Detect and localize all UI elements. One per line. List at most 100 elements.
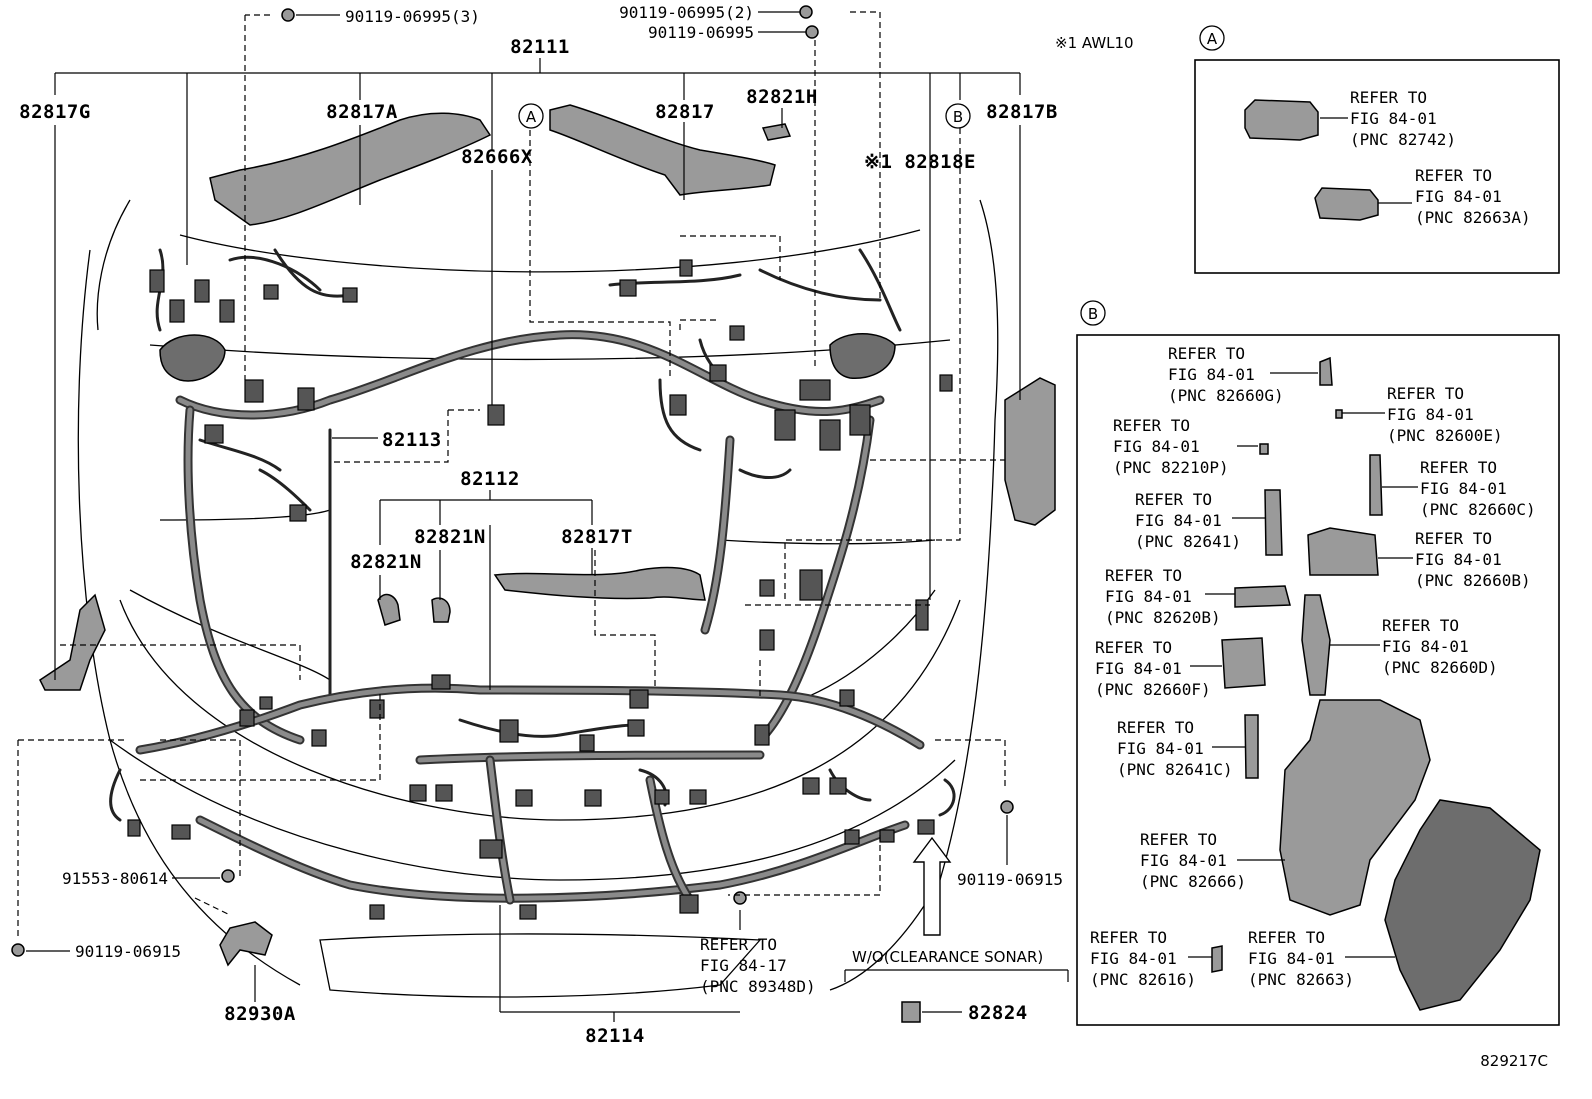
callout-a-marker: A	[526, 108, 537, 126]
inset-a-part-82742	[1244, 99, 1319, 141]
inset-b-ref-82641C-l2: FIG 84-01	[1117, 739, 1204, 758]
clip-82821N-1	[377, 593, 401, 626]
label-bolt-90119-06995: 90119-06995	[648, 23, 754, 42]
inset-b-ref-82210P-l2: FIG 84-01	[1113, 437, 1200, 456]
bolt-icon-6	[1000, 800, 1014, 814]
refer-89348D-line1: REFER TO	[700, 935, 777, 954]
inset-b-part-82663	[1384, 799, 1541, 1011]
inset-b-ref-82666-l2: FIG 84-01	[1140, 851, 1227, 870]
label-82817G: 82817G	[19, 101, 91, 123]
inset-b-ref-82660B-l2: FIG 84-01	[1415, 550, 1502, 569]
inset-b-ref-82660F-l3: (PNC 82660F)	[1095, 680, 1211, 699]
label-82113: 82113	[382, 429, 442, 451]
label-82821N-upper: 82821N	[414, 526, 486, 548]
inset-b-ref-82660G-l2: FIG 84-01	[1168, 365, 1255, 384]
inset-b-part-82660F	[1221, 637, 1266, 689]
lower-harness	[109, 683, 956, 905]
label-82821N-lower: 82821N	[350, 551, 422, 573]
inset-b-ref-82620B-l2: FIG 84-01	[1105, 587, 1192, 606]
part-labels: 82111 82817G 82817A 82666X 82817 82821H …	[19, 3, 1548, 1070]
inset-b-ref-82620B-l1: REFER TO	[1105, 566, 1182, 585]
inset-b-title: B	[1088, 305, 1098, 323]
inset-b-ref-82616-l3: (PNC 82616)	[1090, 970, 1196, 989]
dashed-leader-lines	[17, 11, 1006, 940]
inset-b-part-82660G	[1319, 356, 1333, 386]
label-82817A: 82817A	[326, 101, 398, 123]
inset-a-ref2-l3: (PNC 82663A)	[1415, 208, 1531, 227]
inset-b-ref-82660C-l1: REFER TO	[1420, 458, 1497, 477]
bolt-icon-5	[11, 943, 25, 957]
arrow-up-icon	[912, 836, 952, 936]
inset-b-ref-82660D-l3: (PNC 82660D)	[1382, 658, 1498, 677]
clip-82821H	[761, 123, 792, 141]
grommet-right	[829, 333, 896, 379]
inset-b-ref-82600E-l3: (PNC 82600E)	[1387, 426, 1503, 445]
inset-b-ref-82660D-l1: REFER TO	[1382, 616, 1459, 635]
inset-a-part-82663A	[1314, 187, 1379, 221]
bolt-icon-3	[805, 25, 819, 39]
inset-b-ref-82660F-l2: FIG 84-01	[1095, 659, 1182, 678]
clip-82821N-2	[431, 597, 451, 623]
protector-82817T	[493, 566, 706, 601]
inset-b-ref-82620B-l3: (PNC 82620B)	[1105, 608, 1221, 627]
inset-b-part-82620B	[1234, 585, 1291, 608]
bolt-icon-1	[281, 8, 295, 22]
inset-b-part-82616	[1211, 945, 1223, 973]
inset-b-ref-82660C-l3: (PNC 82660C)	[1420, 500, 1536, 519]
inset-b-ref-82641-l2: FIG 84-01	[1135, 511, 1222, 530]
inset-b-ref-82616-l1: REFER TO	[1090, 928, 1167, 947]
sensor-82824	[901, 1001, 921, 1023]
inset-b-part-82660B	[1307, 527, 1379, 576]
refer-89348D-line3: (PNC 89348D)	[700, 977, 816, 996]
leader-lines	[26, 11, 1069, 1022]
label-82818E: ※1 82818E	[864, 151, 976, 173]
inset-b-ref-82663-l1: REFER TO	[1248, 928, 1325, 947]
inset-b-ref-82666-l1: REFER TO	[1140, 830, 1217, 849]
label-bolt-90119-06915-right: 90119-06915	[957, 870, 1063, 889]
bracket-82817G	[39, 593, 106, 691]
clip-icon-89348D	[733, 891, 747, 905]
inset-a: A REFER TO FIG 84-01 (PNC 82742) REFER T…	[1194, 25, 1560, 274]
label-82112: 82112	[460, 468, 520, 490]
engine-room-harness	[155, 248, 902, 745]
inset-b-ref-82641-l1: REFER TO	[1135, 490, 1212, 509]
label-awl-note: ※1 AWL10	[1055, 34, 1134, 52]
inset-b-ref-82660G-l3: (PNC 82660G)	[1168, 386, 1284, 405]
inset-a-ref2-l1: REFER TO	[1415, 166, 1492, 185]
inset-b-ref-82641C-l3: (PNC 82641C)	[1117, 760, 1233, 779]
label-82111: 82111	[510, 36, 570, 58]
inset-b-part-82660D	[1301, 594, 1331, 696]
inset-b-ref-82663-l3: (PNC 82663)	[1248, 970, 1354, 989]
refer-89348D-line2: FIG 84-17	[700, 956, 787, 975]
label-bolt-90119-06995-2: 90119-06995(2)	[619, 3, 754, 22]
bracket-82930A	[219, 921, 273, 967]
inset-b-ref-82210P-l1: REFER TO	[1113, 416, 1190, 435]
label-82824: 82824	[968, 1002, 1028, 1024]
inset-b-part-82666	[1279, 699, 1431, 916]
grommet-left	[159, 334, 226, 382]
inset-b-ref-82663-l2: FIG 84-01	[1248, 949, 1335, 968]
protector-82817	[549, 104, 776, 196]
inset-b-part-82660C	[1369, 454, 1383, 516]
label-bolt-90119-06915-left: 90119-06915	[75, 942, 181, 961]
inset-b-part-82210P	[1259, 443, 1269, 455]
inset-b-ref-82600E-l2: FIG 84-01	[1387, 405, 1474, 424]
inset-a-ref1-l1: REFER TO	[1350, 88, 1427, 107]
harness-protectors	[11, 5, 1056, 1023]
harness-connectors	[127, 259, 953, 920]
inset-b-ref-82600E-l1: REFER TO	[1387, 384, 1464, 403]
label-82114: 82114	[585, 1025, 645, 1047]
inset-b-ref-82641C-l1: REFER TO	[1117, 718, 1194, 737]
inset-b-ref-82660C-l2: FIG 84-01	[1420, 479, 1507, 498]
inset-a-ref1-l3: (PNC 82742)	[1350, 130, 1456, 149]
label-82817: 82817	[655, 101, 715, 123]
label-82930A: 82930A	[224, 1003, 296, 1025]
inset-a-ref1-l2: FIG 84-01	[1350, 109, 1437, 128]
protector-82817A	[209, 112, 492, 226]
inset-b-ref-82616-l2: FIG 84-01	[1090, 949, 1177, 968]
inset-b-ref-82660G-l1: REFER TO	[1168, 344, 1245, 363]
label-wo-clearance-sonar: W/O(CLEARANCE SONAR)	[852, 948, 1043, 966]
inset-a-title: A	[1207, 30, 1218, 48]
inset-b-ref-82666-l3: (PNC 82666)	[1140, 872, 1246, 891]
